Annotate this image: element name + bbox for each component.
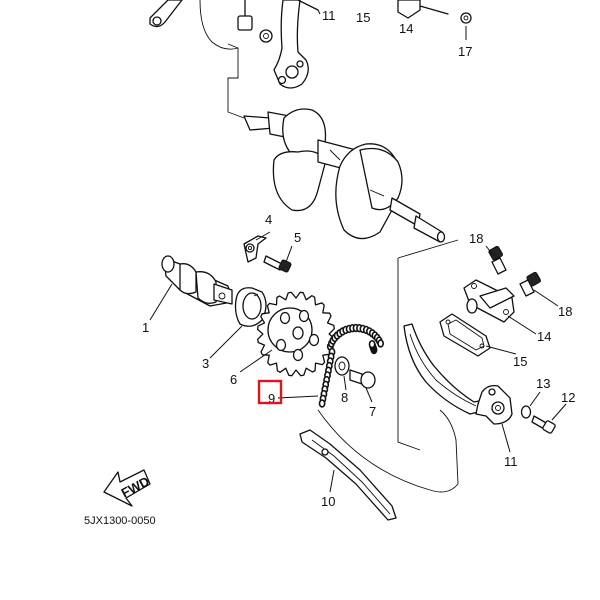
callout-7: 7 [369, 404, 376, 419]
tensioner-washer-13 [520, 405, 532, 419]
callout-11-top: 11 [322, 8, 336, 23]
ref-line-top [227, 43, 245, 119]
callout-14-lower: 14 [537, 329, 551, 344]
callout-17: 17 [458, 44, 472, 59]
fwd-label: FWD [119, 473, 152, 500]
callout-3: 3 [202, 356, 209, 371]
cam-chain-tensioner-14 [463, 279, 515, 323]
callout-8: 8 [341, 390, 348, 405]
ref-line-right [397, 258, 421, 451]
callout-5: 5 [294, 230, 301, 245]
cam-chain [318, 323, 384, 408]
chain-link [318, 399, 326, 408]
gasket-15 [439, 313, 491, 357]
diagram-code: 5JX1300-0050 [84, 515, 156, 527]
callout-9: 9 [268, 391, 275, 406]
top-chain-guide-arm [273, 0, 319, 89]
tensioner-bolt-18a [488, 245, 507, 275]
callout-11-lower: 11 [504, 454, 518, 469]
top-cover-part [397, 0, 472, 24]
chain-link [377, 339, 384, 348]
cam-spacer [234, 287, 267, 327]
callout-18-lower: 18 [558, 304, 572, 319]
camshaft [161, 255, 233, 307]
top-lever-left [149, 0, 183, 28]
chain-link [368, 340, 376, 349]
callout-15-lower: 15 [513, 354, 527, 369]
callout-6: 6 [230, 372, 237, 387]
highlight-box [257, 379, 283, 405]
chain-guide-lower [299, 429, 397, 521]
callout-4: 4 [265, 212, 272, 227]
ref-line-crank-tip [397, 239, 459, 259]
cam-bracket [243, 235, 267, 263]
ref-line-chain-right [439, 409, 459, 485]
tensioner-arm-bracket [475, 384, 513, 425]
bracket-bolt [263, 255, 292, 273]
tensioner-bolt-18b [519, 271, 541, 297]
sprocket-bolt [334, 356, 376, 389]
callout-10: 10 [321, 494, 335, 509]
callout-14-top: 14 [399, 21, 413, 36]
top-bolt-left [237, 0, 273, 43]
callout-18-upper: 18 [469, 231, 483, 246]
tensioner-bolt-12 [531, 415, 556, 434]
cam-sprocket [256, 291, 336, 377]
leader-lines [149, 9, 567, 493]
crankshaft [243, 108, 446, 243]
callout-13: 13 [536, 376, 550, 391]
callout-12: 12 [561, 390, 575, 405]
gasket-outline-top [199, 0, 239, 50]
ref-line-chain-bottom [317, 409, 459, 493]
fwd-arrow-icon: FWD [103, 469, 152, 507]
callout-1: 1 [142, 320, 149, 335]
callout-15-top: 15 [356, 10, 370, 25]
